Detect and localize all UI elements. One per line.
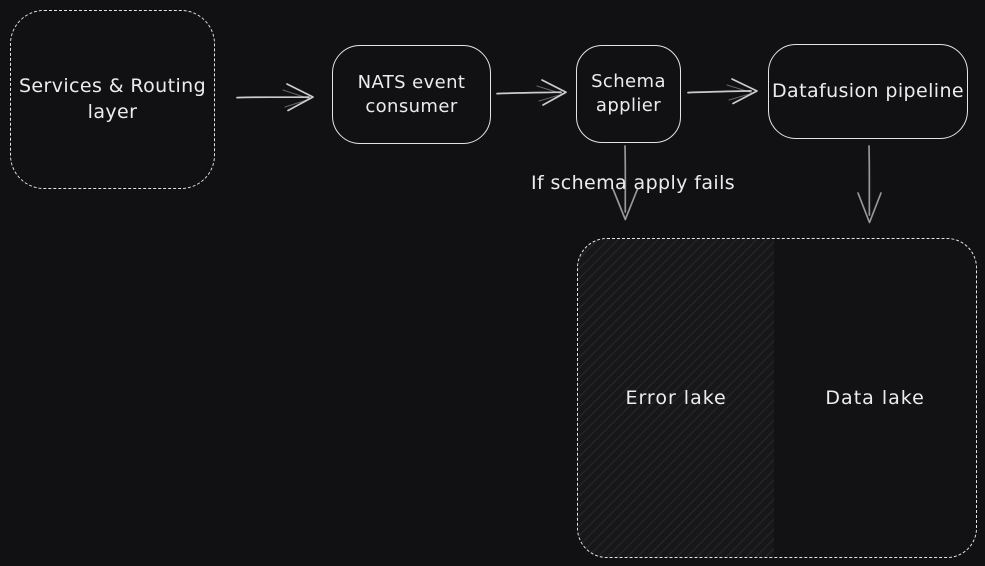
data-lake-label: Data lake — [825, 387, 925, 409]
arrow-datafusion-to-data-lake — [857, 145, 882, 224]
datafusion-pipeline-label: Datafusion pipeline — [772, 79, 964, 102]
schema-applier-node: Schema applier — [576, 45, 681, 143]
nats-event-consumer-node: NATS event consumer — [332, 45, 491, 144]
data-lake-region: Data lake — [774, 239, 976, 557]
arrow-nats-to-schema — [496, 79, 567, 106]
nats-event-consumer-label: NATS event consumer — [357, 71, 466, 117]
datafusion-pipeline-node: Datafusion pipeline — [768, 44, 968, 139]
services-routing-label: Services & Routing layer — [18, 75, 207, 123]
arrow-services-to-nats — [236, 83, 314, 112]
lakes-container-node: Error lake Data lake — [577, 238, 977, 558]
schema-applier-label: Schema applier — [591, 71, 666, 116]
error-lake-region: Error lake — [578, 239, 775, 557]
fail-condition-label: If schema apply fails — [530, 172, 736, 194]
error-lake-label: Error lake — [625, 387, 727, 409]
services-routing-node: Services & Routing layer — [10, 10, 215, 189]
arrow-schema-to-datafusion — [687, 78, 758, 105]
